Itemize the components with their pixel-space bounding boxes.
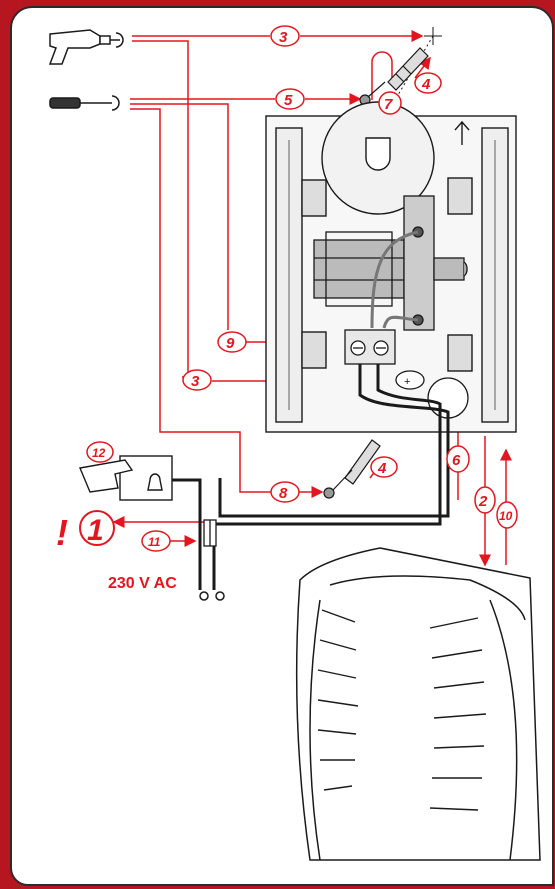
step-12-label: 12 (92, 446, 106, 460)
step-8-label: 8 (279, 485, 288, 502)
bell-push-button-icon[interactable] (79, 455, 173, 501)
step-9-label: 9 (226, 335, 235, 352)
step-6-label: 6 (452, 452, 461, 469)
cover-slots (317, 609, 487, 811)
cable-main (172, 364, 450, 590)
step-labels: 3 5 4 7 9 3 4 6 2 10 8 12 11 (79, 25, 518, 552)
chime-base (265, 101, 517, 433)
drill-mark-icon (394, 27, 442, 101)
mains-terminals (199, 591, 225, 601)
step-11-label: 11 (148, 535, 161, 549)
wall-plug-lower (344, 439, 381, 485)
step-5-label: 5 (284, 92, 293, 109)
voltage-label: 230 V AC (108, 575, 177, 592)
fuse-icon (203, 519, 217, 547)
screw-lower-icon (323, 469, 353, 499)
solenoid-icon (403, 195, 468, 331)
svg-text:+: + (404, 376, 410, 388)
step-4-top-label: 4 (421, 76, 431, 93)
step-3-top-label: 3 (279, 29, 288, 46)
drill-icon (48, 29, 124, 65)
screwdriver-icon (49, 95, 120, 111)
transformer-icon (313, 231, 405, 307)
step-4-bottom-label: 4 (377, 460, 387, 477)
terminal-block (344, 329, 396, 365)
chime-cover-icon (295, 547, 541, 861)
step-7-label: 7 (384, 96, 393, 113)
step-10-label: 10 (499, 509, 513, 523)
step-3-bottom-label: 3 (191, 373, 200, 390)
step-1-label: 1 (87, 514, 104, 547)
warning-mark: ! (56, 512, 68, 553)
internal-wires (370, 230, 419, 329)
step-2-label: 2 (478, 493, 488, 510)
wall-plug-icon (387, 47, 429, 91)
